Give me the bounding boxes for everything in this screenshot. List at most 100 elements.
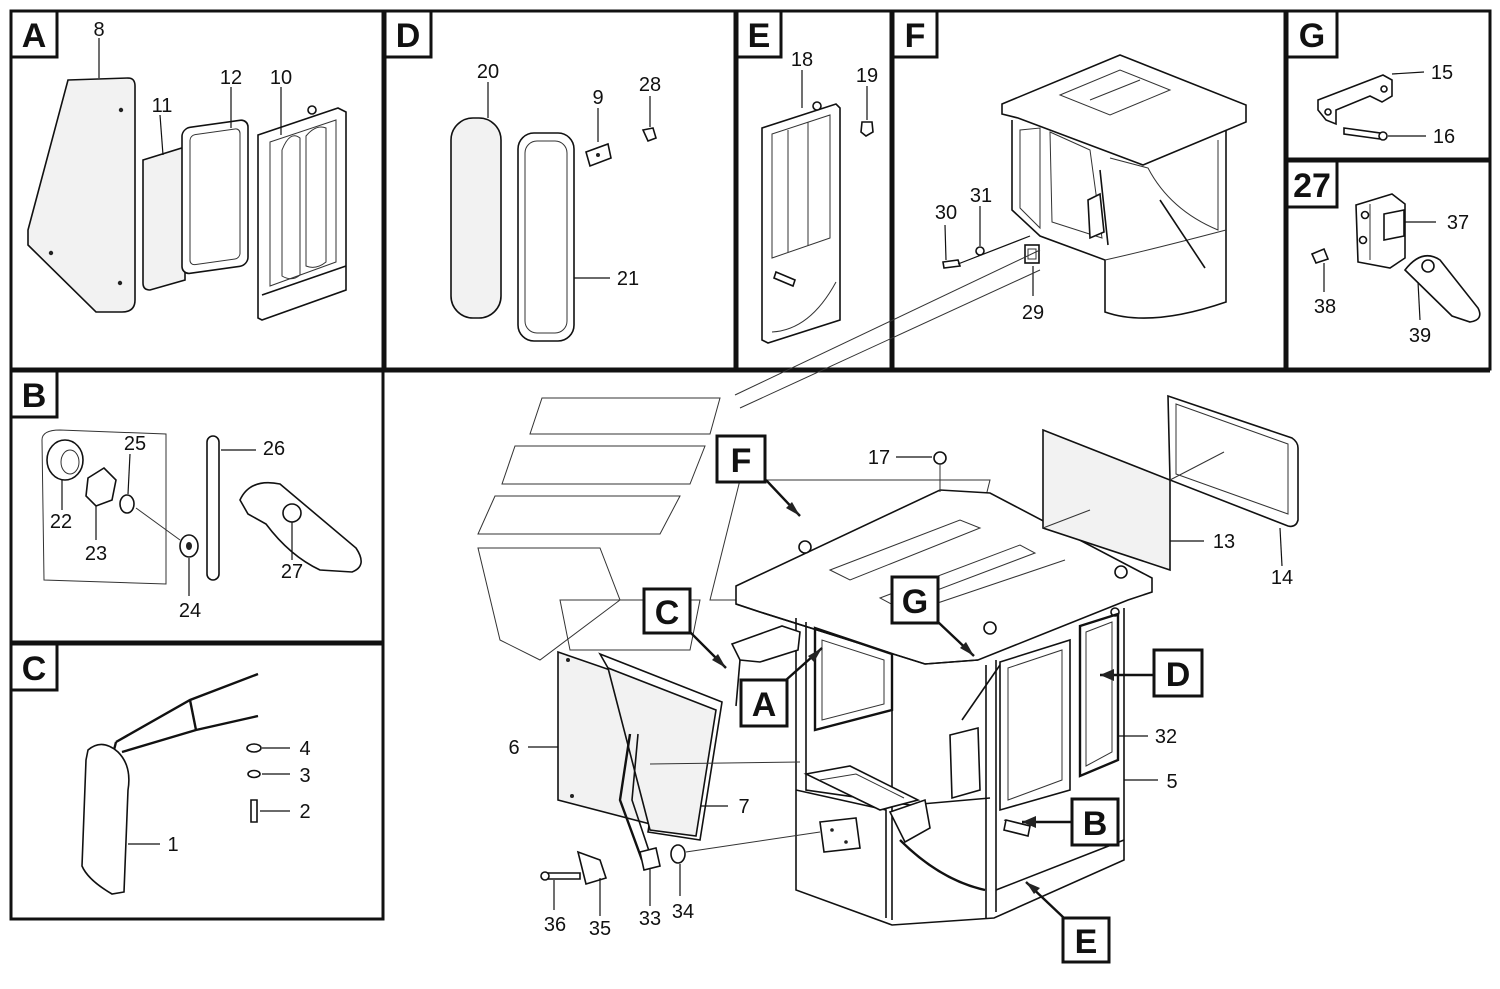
label-27: 27 bbox=[281, 561, 303, 583]
bolt-30 bbox=[942, 259, 962, 269]
nut-3 bbox=[247, 769, 261, 779]
door-frame-10 bbox=[257, 107, 347, 321]
callout-g-text: G bbox=[902, 583, 928, 621]
label-31: 31 bbox=[970, 185, 992, 207]
panel-tag-d-text: D bbox=[396, 17, 421, 55]
panel-f-frame bbox=[891, 9, 1287, 371]
label-24: 24 bbox=[179, 600, 201, 622]
mirror-1 bbox=[81, 743, 130, 895]
side-window-32 bbox=[1078, 612, 1120, 778]
label-9: 9 bbox=[592, 87, 603, 109]
label-16: 16 bbox=[1433, 126, 1455, 148]
pin-38 bbox=[1310, 247, 1330, 264]
label-8: 8 bbox=[93, 19, 104, 41]
bracket-35 bbox=[576, 850, 608, 886]
label-36: 36 bbox=[544, 914, 566, 936]
label-17: 17 bbox=[868, 447, 890, 469]
callout-d-text: D bbox=[1166, 656, 1191, 694]
door-glass-panel-8 bbox=[27, 77, 136, 313]
label-12: 12 bbox=[220, 67, 242, 89]
label-22: 22 bbox=[50, 511, 72, 533]
panel-tag-d: D bbox=[383, 9, 433, 59]
panel-b-frame bbox=[9, 369, 385, 644]
label-38: 38 bbox=[1314, 296, 1336, 318]
panel-tag-f-text: F bbox=[905, 17, 926, 55]
panel-a-drawing: 8 11 12 10 bbox=[27, 19, 347, 321]
cab-wall-section bbox=[41, 429, 167, 585]
screw-2 bbox=[250, 799, 258, 823]
label-39: 39 bbox=[1409, 325, 1431, 347]
label-30: 30 bbox=[935, 202, 957, 224]
label-4: 4 bbox=[299, 738, 310, 760]
panel-g-frame bbox=[1285, 9, 1492, 161]
label-35: 35 bbox=[589, 918, 611, 940]
label-5: 5 bbox=[1166, 771, 1177, 793]
rear-glass-13 bbox=[1042, 428, 1171, 572]
panel-tag-b: B bbox=[9, 369, 59, 419]
washer-4 bbox=[246, 743, 262, 753]
label-23: 23 bbox=[85, 543, 107, 565]
bolt-36 bbox=[544, 872, 581, 880]
label-33: 33 bbox=[639, 908, 661, 930]
callout-e-text: E bbox=[1075, 923, 1098, 961]
panel-tag-f: F bbox=[891, 9, 939, 59]
label-25: 25 bbox=[124, 433, 146, 455]
lifting-eye-17 bbox=[933, 451, 947, 465]
panel-frames bbox=[9, 9, 1492, 921]
clip-28 bbox=[641, 127, 657, 143]
label-3: 3 bbox=[299, 765, 310, 787]
panel-e-drawing: 18 19 bbox=[761, 49, 878, 344]
panel-27-drawing: 37 38 39 bbox=[1310, 193, 1481, 347]
bolt-16 bbox=[1343, 127, 1381, 140]
panel-tag-g: G bbox=[1285, 9, 1339, 59]
label-15: 15 bbox=[1431, 62, 1453, 84]
label-10: 10 bbox=[270, 67, 292, 89]
panel-tag-b-text: B bbox=[22, 377, 47, 415]
label-13: 13 bbox=[1213, 531, 1235, 553]
handle-27 bbox=[239, 481, 362, 573]
nut-23 bbox=[85, 466, 117, 507]
label-34: 34 bbox=[672, 901, 694, 923]
callout-b: B bbox=[1022, 797, 1120, 847]
panel-27-frame bbox=[1285, 159, 1492, 371]
label-26: 26 bbox=[263, 438, 285, 460]
background-watermark-strokes bbox=[477, 397, 991, 661]
washer-25 bbox=[119, 494, 135, 514]
panel-tag-e: E bbox=[735, 9, 783, 59]
label-7: 7 bbox=[738, 796, 749, 818]
panel-tag-c-text: C bbox=[22, 650, 47, 688]
panel-tag-g-text: G bbox=[1299, 17, 1325, 55]
panel-tag-a: A bbox=[9, 9, 59, 59]
panel-e-frame bbox=[735, 9, 893, 371]
panel-c-drawing: 4 3 2 1 bbox=[81, 672, 311, 895]
panel-letter-tags: A D E F G 27 B C bbox=[9, 9, 1339, 692]
glass-pane-11 bbox=[142, 145, 186, 291]
callout-boxes: C F G A D B bbox=[642, 434, 1204, 964]
seal-12-outer bbox=[181, 119, 249, 275]
label-19: 19 bbox=[856, 65, 878, 87]
label-32: 32 bbox=[1155, 726, 1177, 748]
panel-b-drawing: 22 23 25 24 26 27 bbox=[41, 429, 362, 622]
label-1: 1 bbox=[167, 834, 178, 856]
seal-21 bbox=[517, 132, 575, 342]
panel-tag-27: 27 bbox=[1285, 159, 1339, 209]
knob-22 bbox=[46, 439, 84, 481]
label-29: 29 bbox=[1022, 302, 1044, 324]
panel-d-frame bbox=[383, 9, 737, 371]
callout-f-text: F bbox=[731, 442, 752, 480]
callout-e: E bbox=[1025, 881, 1111, 964]
label-20: 20 bbox=[477, 61, 499, 83]
panel-tag-a-text: A bbox=[22, 17, 47, 55]
bracket-33 bbox=[639, 847, 661, 871]
label-2: 2 bbox=[299, 801, 310, 823]
panel-tag-c: C bbox=[9, 642, 59, 692]
panel-g-drawing: 15 16 bbox=[1317, 62, 1455, 148]
callout-d: D bbox=[1100, 648, 1204, 698]
callout-f: F bbox=[715, 434, 801, 517]
glass-20 bbox=[450, 117, 502, 319]
callout-c-text: C bbox=[655, 594, 680, 632]
label-21: 21 bbox=[617, 268, 639, 290]
mini-cab-roof bbox=[1001, 54, 1247, 166]
panel-f-drawing: 30 31 29 bbox=[935, 54, 1247, 324]
part-19 bbox=[860, 121, 874, 137]
